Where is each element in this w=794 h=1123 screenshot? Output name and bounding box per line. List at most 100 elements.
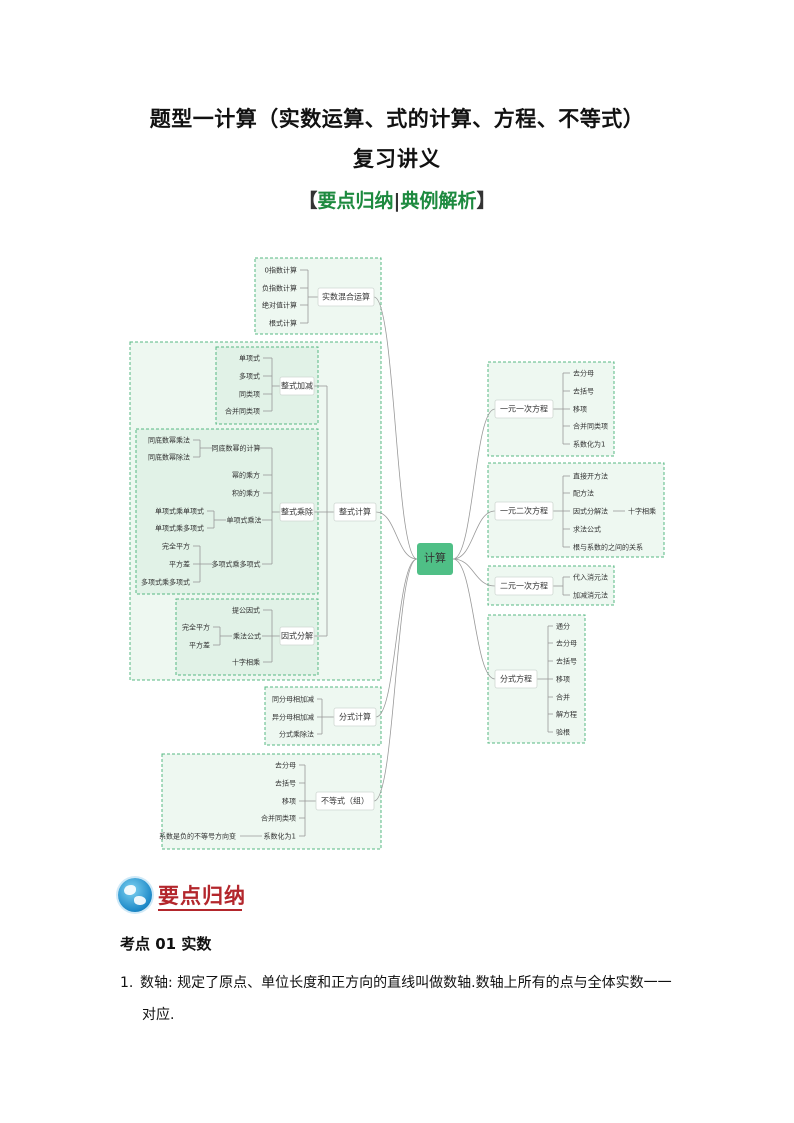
budengshi-leaf: 去分母 bbox=[275, 761, 296, 770]
yiyuanerci-leaf: 配方法 bbox=[573, 489, 594, 498]
danxiang-leaf: 单项式乘多项式 bbox=[155, 524, 204, 533]
yiyuanyici-leaf: 合并同类项 bbox=[573, 422, 608, 431]
fenshifangcheng-leaf: 移项 bbox=[556, 675, 570, 684]
jiajian-leaf: 多项式 bbox=[239, 372, 260, 381]
fenshi-leaf: 同分母相加减 bbox=[272, 695, 314, 704]
jiajian-leaf: 合并同类项 bbox=[225, 407, 260, 416]
connector-shishu bbox=[373, 296, 418, 560]
node-shishu-box bbox=[317, 287, 375, 307]
connector-yiyuanyici bbox=[452, 408, 496, 560]
node-jiajian: 整式加减 bbox=[281, 381, 313, 391]
bracket-close: 】 bbox=[476, 190, 496, 212]
fenshifangcheng-leaf: 解方程 bbox=[556, 710, 577, 719]
node-duoxiang: 多项式乘多项式 bbox=[212, 560, 261, 569]
node-danxiang: 单项式乘法 bbox=[227, 516, 262, 525]
item-text-line2: 对应. bbox=[142, 1007, 175, 1023]
fenshi-leaf: 分式乘除法 bbox=[279, 730, 314, 739]
fenshifangcheng-leaf: 去分母 bbox=[556, 639, 577, 648]
yiyuanerci-leaf: 根与系数的之间的关系 bbox=[573, 543, 643, 552]
connector-eryuanyici bbox=[452, 558, 496, 587]
node-fenjie-box bbox=[279, 626, 315, 646]
leaf-shizi-r: 十字相乘 bbox=[628, 507, 656, 516]
shishu-leaf: 负指数计算 bbox=[262, 284, 297, 293]
node-fenshifangcheng-box bbox=[494, 669, 538, 689]
fenshifangcheng-leaf: 去括号 bbox=[556, 657, 577, 666]
tag-key-points: 要点归纳 bbox=[317, 190, 394, 212]
globe-icon bbox=[118, 878, 152, 912]
node-eryuanyici: 二元一次方程 bbox=[500, 581, 548, 591]
fenshifangcheng-leaf: 合并 bbox=[556, 693, 570, 702]
connector-fenshi bbox=[375, 558, 418, 718]
tongdi-leaf: 同底数幂乘法 bbox=[148, 436, 190, 445]
yiyuanyici-leaf: 系数化为1 bbox=[573, 440, 605, 449]
fenshifangcheng-leaf: 验根 bbox=[556, 728, 570, 737]
leaf-tigong: 提公因式 bbox=[232, 606, 260, 615]
shishu-leaf: 绝对值计算 bbox=[262, 301, 297, 310]
leaf-shizi: 十字相乘 bbox=[232, 658, 260, 667]
node-shishu: 实数混合运算 bbox=[322, 292, 370, 302]
jiajian-leaf: 单项式 bbox=[239, 354, 260, 363]
duoxiang-leaf: 平方差 bbox=[169, 560, 190, 569]
eryuanyici-leaf: 加减消元法 bbox=[573, 591, 608, 600]
jiajian-leaf: 同类项 bbox=[239, 390, 260, 399]
fenshi-leaf: 异分母相加减 bbox=[272, 713, 314, 722]
node-yiyuanyici-box bbox=[494, 399, 554, 419]
yiyuanyici-leaf: 去分母 bbox=[573, 369, 594, 378]
duoxiang-leaf: 多项式乘多项式 bbox=[141, 578, 190, 587]
yiyuanerci-leaf: 因式分解法 bbox=[573, 507, 608, 516]
section-tags: 【要点归纳|典例解析】 bbox=[0, 186, 794, 213]
yiyuanyici-leaf: 移项 bbox=[573, 405, 587, 414]
tag-examples: 典例解析 bbox=[400, 190, 477, 212]
eryuanyici-leaf: 代入消元法 bbox=[573, 573, 608, 582]
node-fenshi-box bbox=[333, 707, 377, 727]
kaodian-title: 考点 01 实数 bbox=[120, 935, 212, 953]
leaf-mi-chengfang: 幂的乘方 bbox=[232, 471, 260, 480]
item-number: 1. bbox=[120, 975, 134, 991]
center-node-box bbox=[417, 543, 453, 575]
node-yiyuanerci: 一元二次方程 bbox=[500, 506, 548, 516]
section-heading-underline bbox=[158, 909, 242, 911]
bracket-open: 【 bbox=[298, 190, 318, 212]
center-node: 计算 bbox=[424, 551, 446, 565]
node-yiyuanerci-box bbox=[494, 501, 554, 521]
node-budengshi-box bbox=[315, 791, 375, 811]
page-subtitle: 复习讲义 bbox=[353, 147, 441, 171]
node-zhengshi: 整式计算 bbox=[339, 507, 371, 517]
budengshi-leaf: 系数化为1 bbox=[264, 832, 296, 841]
section-heading: 要点归纳 bbox=[118, 876, 278, 916]
section-heading-text: 要点归纳 bbox=[158, 884, 246, 908]
yiyuanerci-leaf: 求法公式 bbox=[573, 525, 601, 534]
paragraph-item-1: 1. 数轴: 规定了原点、单位长度和正方向的直线叫做数轴.数轴上所有的点与全体实数… bbox=[120, 967, 680, 1031]
fenshifangcheng-leaf: 通分 bbox=[556, 622, 570, 631]
budengshi-leaf: 移项 bbox=[282, 797, 296, 806]
connector-yiyuanerci bbox=[452, 510, 496, 560]
connector-fenshifangcheng bbox=[452, 558, 496, 680]
yiyuanerci-leaf: 直接开方法 bbox=[573, 472, 608, 481]
shishu-leaf: 根式计算 bbox=[269, 319, 297, 328]
connector-zhengshi bbox=[375, 511, 418, 560]
node-fenjie: 因式分解 bbox=[281, 631, 313, 641]
tongdi-leaf: 同底数幂除法 bbox=[148, 453, 190, 462]
node-fenshifangcheng: 分式方程 bbox=[500, 674, 532, 684]
node-zhengshi-box bbox=[333, 502, 377, 522]
node-yiyuanyici: 一元一次方程 bbox=[500, 404, 548, 414]
node-jiajian-box bbox=[279, 376, 315, 396]
node-fenshi: 分式计算 bbox=[339, 712, 371, 722]
shishu-leaf: 0指数计算 bbox=[265, 266, 297, 275]
yiyuanyici-leaf: 去括号 bbox=[573, 387, 594, 396]
chengfa-leaf: 平方差 bbox=[189, 641, 210, 650]
node-chengchu-box bbox=[279, 502, 315, 522]
node-tongdi: 同底数幂的计算 bbox=[212, 444, 261, 453]
page-title: 题型一计算（实数运算、式的计算、方程、不等式） bbox=[149, 107, 645, 131]
leaf-ji-chengfang: 积的乘方 bbox=[232, 489, 260, 498]
connector-budengshi bbox=[373, 558, 418, 802]
node-chengfa: 乘法公式 bbox=[233, 632, 261, 641]
duoxiang-leaf: 完全平方 bbox=[162, 542, 190, 551]
tag-separator: | bbox=[393, 190, 401, 212]
item-text-line1: 数轴: 规定了原点、单位长度和正方向的直线叫做数轴.数轴上所有的点与全体实数一一 bbox=[140, 975, 672, 991]
leaf-budengshi-note: 系数是负的不等号方向变 bbox=[159, 832, 236, 841]
danxiang-leaf: 单项式乘单项式 bbox=[155, 507, 204, 516]
budengshi-leaf: 去括号 bbox=[275, 779, 296, 788]
budengshi-leaf: 合并同类项 bbox=[261, 814, 296, 823]
